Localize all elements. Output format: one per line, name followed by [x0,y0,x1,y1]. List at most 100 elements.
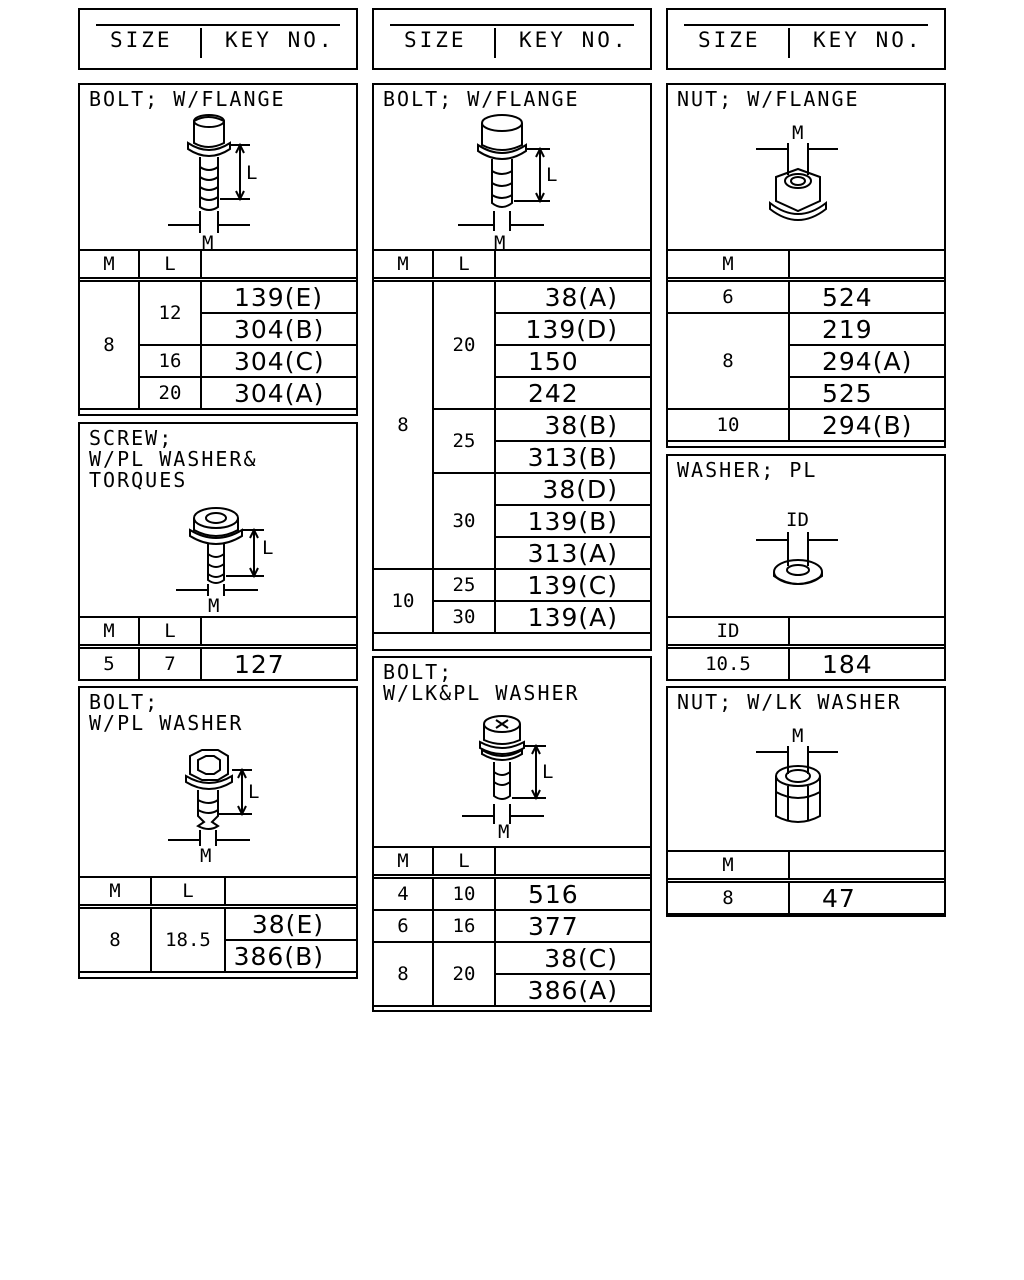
table-row: 386(B) [79,939,358,973]
col-m: M [372,249,434,282]
col-key [200,616,358,649]
cell-l: 18.5 [150,905,226,973]
panel-bolt-flange-2: BOLT; W/FLANGE L M M L 8 20 38(A) 1 [372,83,652,651]
panel-washer-pl: WASHER; PL ID ID 10.5 184 [666,454,946,681]
key-number: 524 [788,278,946,314]
table-row: 10 25 139(C) [372,568,652,634]
cell-m: 8 [78,905,152,973]
table-row: 30 38(D) [373,472,652,570]
table-row: 8 20 38(C) [372,941,652,1007]
cell-m: 8 [666,879,790,915]
key-label: KEY NO. [225,28,335,52]
dim-m-label: M [208,595,219,616]
bolt-lk-pl-table: M L 4 10 516 6 16 377 8 20 38(C) 386(A) [372,846,652,1007]
table-row: 6 524 [666,278,946,314]
col-key [200,249,358,282]
panel-title: WASHER; PL [677,458,818,482]
key-number: 377 [494,909,652,943]
cell-m: 8 [372,941,434,1007]
key-number: 38(E) [224,905,358,941]
bolt-flange-table-2: M L 8 20 38(A) 139(D) 150 242 25 38(B) 3… [372,249,652,634]
key-number: 139(C) [494,568,652,602]
key-number: 304(C) [200,344,358,378]
key-number: 304(B) [200,312,358,346]
panel-title: BOLT; W/LK&PL WASHER [383,660,580,705]
key-number: 38(A) [494,278,652,314]
col-m: M [78,616,140,649]
cell-id: 10.5 [666,645,790,681]
col-l: L [138,249,202,282]
table-row: 20 304(A) [79,376,358,410]
table-row: 4 10 516 [372,875,652,911]
cell-l: 16 [432,909,496,943]
torx-screw-icon: L M [176,507,273,616]
panel-title: BOLT; W/PL WASHER [89,690,244,735]
table-row: 313(A) [373,536,652,570]
cell-l: 20 [138,376,202,410]
col-id: ID [666,616,790,649]
key-number: 313(B) [494,440,652,474]
table-row: 30 139(A) [373,600,652,634]
col-key [788,850,946,883]
washer-pl-table: ID 10.5 184 [666,616,946,681]
cell-m: 8 [372,278,434,570]
cell-l: 30 [432,472,496,570]
cell-l: 10 [432,875,496,911]
header-col2: SIZE KEY NO. [372,8,652,70]
table-row: 242 [373,376,652,410]
col-key [788,249,946,282]
cell-m: 10 [666,408,790,442]
key-number: 150 [494,344,652,378]
col-key [494,846,652,879]
key-number: 139(A) [494,600,652,634]
cell-m: 8 [78,278,140,410]
key-number: 242 [494,376,652,410]
table-row: 386(A) [373,973,652,1007]
key-number: 294(B) [788,408,946,442]
panel-nut-lk-washer: NUT; W/LK WASHER M M 8 47 [666,686,946,917]
table-row: 304(B) [79,312,358,346]
panel-screw: SCREW; W/PL WASHER& TORQUES L M M L 5 7 … [78,422,358,681]
table-row: 139(B) [373,504,652,538]
cell-m: 8 [666,312,790,410]
cell-m: 10 [372,568,434,634]
key-number: 304(A) [200,376,358,410]
col-l: L [432,846,496,879]
dim-m-label: M [792,725,803,747]
dim-l-label: L [262,537,273,559]
cell-m: 6 [666,278,790,314]
cell-m: 4 [372,875,434,911]
size-label: SIZE [698,28,761,52]
key-number: 386(B) [224,939,358,973]
header-col1: SIZE KEY NO. [78,8,358,70]
key-number: 139(E) [200,278,358,314]
key-number: 525 [788,376,946,410]
dim-m-label: M [792,122,803,144]
hex-bolt-washer-icon: L M [168,749,259,866]
table-row: 16 304(C) [79,344,358,378]
table-row: 8 12 139(E) [78,278,358,410]
table-row: 150 [373,344,652,378]
table-row: 25 38(B) [373,408,652,474]
dim-id-label: ID [786,509,809,531]
table-row: 8 20 38(A) [372,278,652,570]
cell-m: 5 [78,645,140,681]
table-row: 8 47 [666,879,946,915]
cell-l: 7 [138,645,202,681]
cell-l: 16 [138,344,202,378]
col-m: M [372,846,434,879]
key-number: 516 [494,875,652,911]
size-label: SIZE [110,28,173,52]
table-row: 139(D) [373,312,652,346]
key-label: KEY NO. [519,28,629,52]
panel-bolt-pl-washer: BOLT; W/PL WASHER L M M L 8 18.5 38(E) [78,686,358,979]
key-number: 38(B) [494,408,652,442]
col-m: M [78,876,152,909]
panel-title: NUT; W/FLANGE [677,87,860,111]
panel-title: BOLT; W/FLANGE [89,87,286,111]
key-number: 127 [200,645,358,681]
bolt-pl-washer-table: M L 8 18.5 38(E) 386(B) [78,876,358,973]
panel-title: SCREW; W/PL WASHER& TORQUES [89,426,258,492]
table-row: 5 7 127 [78,645,358,681]
key-number: 47 [788,879,946,915]
